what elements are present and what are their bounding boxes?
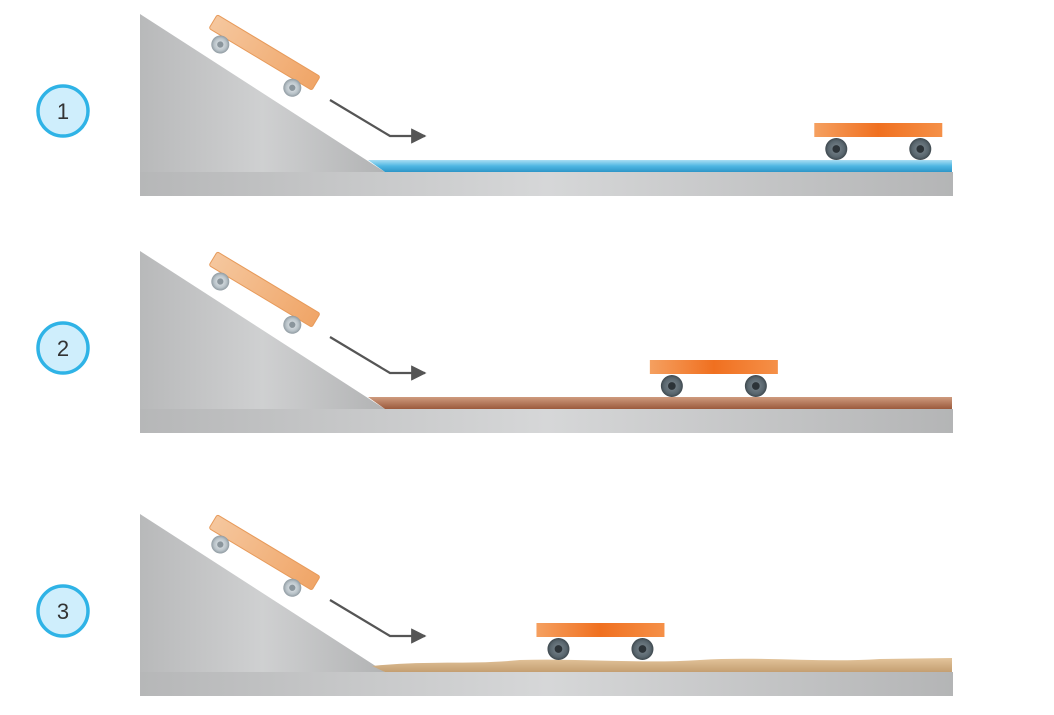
stopped-cart <box>649 360 778 397</box>
ground-block <box>140 672 953 696</box>
badge-label: 1 <box>57 99 69 124</box>
wheel-hub <box>289 321 296 328</box>
panel-2: 2 <box>36 251 953 433</box>
wheel-hub <box>554 645 563 653</box>
stopped-cart <box>814 123 943 160</box>
cart-body <box>649 360 778 374</box>
wheel-hub <box>217 278 224 285</box>
wheel-hub <box>217 41 224 48</box>
motion-arrow <box>329 336 427 381</box>
cart-body <box>536 623 665 637</box>
motion-arrow <box>329 599 427 644</box>
motion-arrow <box>329 99 427 144</box>
ramp-cart-body <box>209 514 320 590</box>
ground-block <box>140 409 953 433</box>
ground-block <box>140 172 953 196</box>
ramp-cart-body <box>209 251 320 327</box>
wheel-hub <box>668 382 676 390</box>
badge-circle <box>36 84 90 138</box>
badge-circle <box>36 321 90 375</box>
cart-body <box>814 123 943 137</box>
ramp <box>140 251 385 409</box>
badge-circle <box>36 584 90 638</box>
wheel-hub <box>289 584 296 591</box>
stopped-cart <box>536 623 665 660</box>
badge-label: 2 <box>57 336 69 361</box>
ramp-cart <box>209 14 320 97</box>
panel-number-badge: 3 <box>36 584 90 638</box>
panel-number-badge: 2 <box>36 321 90 375</box>
wheel-hub <box>832 145 841 153</box>
badge-label: 3 <box>57 599 69 624</box>
wheel-hub <box>752 382 760 390</box>
wheel-hub <box>916 145 925 153</box>
surface-sand <box>372 658 952 672</box>
ramp-cart-body <box>209 14 320 90</box>
ramp-cart <box>209 514 320 597</box>
wheel-hub <box>289 84 296 91</box>
panel-number-badge: 1 <box>36 84 90 138</box>
ramp-cart <box>209 251 320 334</box>
wheel-hub <box>217 541 224 548</box>
panel-1: 1 <box>36 14 953 196</box>
surface-water <box>368 160 952 172</box>
wheel-hub <box>638 645 647 653</box>
ramp <box>140 14 385 172</box>
surface-wood <box>368 397 952 409</box>
panel-3: 3 <box>36 514 953 696</box>
ramp <box>140 514 385 672</box>
